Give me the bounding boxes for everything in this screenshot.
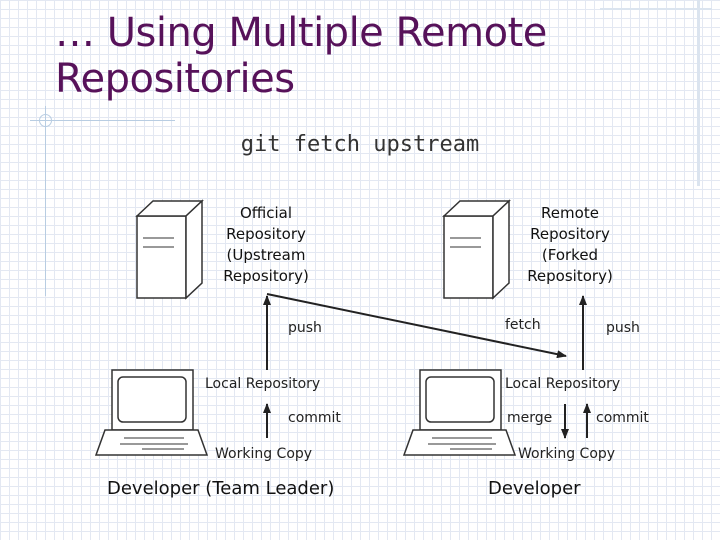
commit-label: commit — [596, 410, 649, 426]
push-label: push — [288, 320, 322, 336]
forked-repository-label: Remote Repository (Forked Repository) — [527, 204, 613, 285]
frame-circle — [39, 114, 52, 127]
slide-title: … Using Multiple Remote Repositories — [55, 10, 547, 102]
computer-icon — [402, 369, 517, 456]
computer-icon — [94, 369, 209, 456]
developer-label: Developer — [488, 478, 581, 499]
title-underline — [30, 120, 175, 121]
server-icon — [135, 199, 204, 300]
right-edge-bar — [697, 0, 700, 186]
git-command: git fetch upstream — [240, 132, 480, 157]
fetch-arrow — [266, 293, 567, 359]
commit-label: commit — [288, 410, 341, 426]
local-repository-label: Local Repository — [505, 376, 621, 392]
working-copy-label: Working Copy — [215, 446, 313, 462]
developer-team-leader-label: Developer (Team Leader) — [107, 478, 335, 499]
frame-vertical-line — [45, 106, 46, 296]
server-icon — [442, 199, 511, 300]
upstream-repository-label: Official Repository (Upstream Repository… — [223, 204, 309, 285]
working-copy-label: Working Copy — [518, 446, 616, 462]
merge-label: merge — [507, 410, 553, 426]
fetch-label: fetch — [505, 317, 541, 333]
local-repository-label: Local Repository — [205, 376, 321, 392]
top-right-bar — [600, 8, 712, 10]
push-label: push — [606, 320, 640, 336]
